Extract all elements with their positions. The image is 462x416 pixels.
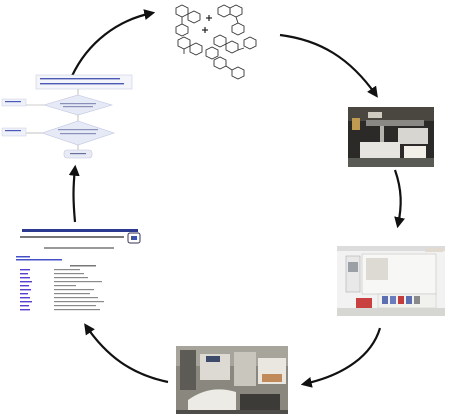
decision-flowchart-icon [1, 74, 133, 159]
liquid-handler-icon [348, 107, 434, 167]
reaction-scheme-icon [175, 4, 257, 80]
arrow-top-right [279, 33, 378, 98]
arrow-top-left [71, 9, 156, 77]
arrow-right-lower [300, 327, 382, 388]
arrow-bottom-left [84, 323, 169, 384]
web-report-icon [10, 228, 150, 320]
arrow-right-upper [393, 169, 405, 229]
lab-equipment-icon [176, 346, 288, 414]
arrow-left-up [68, 164, 80, 223]
analytical-instrument-icon [337, 246, 445, 316]
